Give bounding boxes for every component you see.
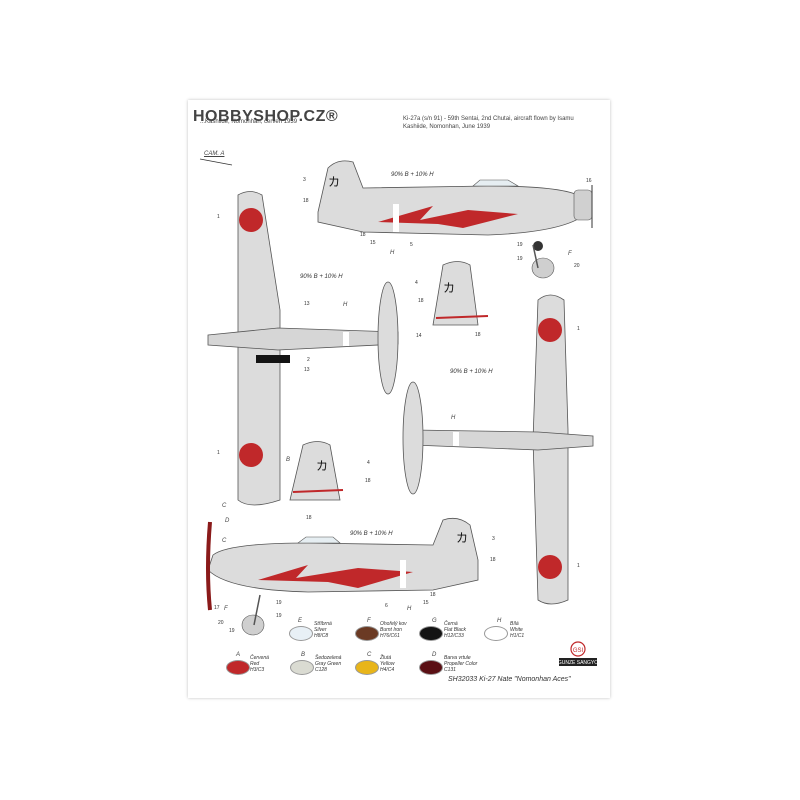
callout-5: 5 bbox=[410, 242, 413, 248]
legend-key-f: F bbox=[367, 618, 371, 624]
callout-15: 15 bbox=[370, 240, 376, 246]
swatch-gray-green bbox=[290, 660, 314, 675]
callout-3: 3 bbox=[303, 177, 306, 183]
letter-h3: H bbox=[451, 415, 456, 421]
callout-14: 14 bbox=[416, 333, 422, 339]
callout-16: 16 bbox=[586, 178, 592, 184]
callout-1b: 1 bbox=[217, 450, 220, 456]
callout-3b: 3 bbox=[492, 536, 495, 542]
callout-4b: 4 bbox=[367, 460, 370, 466]
swatch-yellow bbox=[355, 660, 379, 675]
swatch-propeller bbox=[419, 660, 443, 675]
letter-f2: F bbox=[224, 606, 228, 612]
callout-6: 6 bbox=[385, 603, 388, 609]
caption-left: ...Kashilde, Nomonhan, červen 1939 bbox=[200, 119, 298, 125]
legend-key-e: E bbox=[298, 618, 303, 624]
letter-h1: H bbox=[343, 302, 348, 308]
callout-18: 18 bbox=[303, 198, 309, 204]
aircraft-drawings: カ 90% B + 10% H 90% B + 10% H カ 90% B + … bbox=[206, 160, 594, 636]
watermark: HOBBYSHOP.CZ® bbox=[193, 108, 339, 125]
letter-c1: C bbox=[222, 503, 227, 509]
letter-b: B bbox=[286, 457, 291, 463]
gunze-logo: GSI GUNZE SANGYO bbox=[558, 641, 598, 666]
side-view-right: カ 90% B + 10% H bbox=[317, 160, 593, 279]
product-footer: SH32033 Ki-27 Nate "Nomonhan Aces" bbox=[448, 676, 571, 683]
callout-2: 2 bbox=[307, 357, 310, 363]
callout-18b: 18 bbox=[360, 232, 366, 238]
letter-h4: H bbox=[407, 606, 412, 612]
callout-1c: 1 bbox=[577, 326, 580, 332]
callout-19e: 19 bbox=[229, 628, 235, 634]
callout-18e: 18 bbox=[365, 478, 371, 484]
cam-arrow bbox=[199, 158, 233, 166]
callout-18f: 18 bbox=[306, 515, 312, 521]
callout-18g: 18 bbox=[490, 557, 496, 563]
side-view-left: カ 90% B + 10% H bbox=[206, 517, 479, 636]
callout-19b: 19 bbox=[517, 256, 523, 262]
callout-19c: 19 bbox=[276, 600, 282, 606]
legend-key-b: B bbox=[301, 652, 306, 658]
legend-key-c: C bbox=[367, 652, 372, 658]
svg-text:カ: カ bbox=[456, 531, 468, 545]
letter-h2: H bbox=[390, 250, 395, 256]
swatch-flat-black bbox=[419, 626, 443, 641]
letter-f1: F bbox=[568, 251, 572, 257]
tail-detail-1: カ bbox=[432, 261, 489, 326]
legend-key-h: H bbox=[497, 618, 502, 624]
legend-key-d: D bbox=[432, 652, 437, 658]
swatch-red bbox=[226, 660, 250, 675]
callout-1d: 1 bbox=[577, 563, 580, 569]
legend-key-g: G bbox=[432, 618, 437, 624]
swatch-burnt-iron bbox=[355, 626, 379, 641]
letter-d: D bbox=[225, 518, 230, 524]
callout-18d: 18 bbox=[475, 332, 481, 338]
swatch-silver bbox=[289, 626, 313, 641]
letter-c2: C bbox=[222, 538, 227, 544]
svg-text:90% B + 10% H: 90% B + 10% H bbox=[350, 531, 393, 537]
callout-18h: 18 bbox=[430, 592, 436, 598]
callout-19: 19 bbox=[517, 242, 523, 248]
cam-label: CAM. A bbox=[204, 151, 225, 157]
top-view: 90% B + 10% H bbox=[207, 191, 399, 506]
callout-20b: 20 bbox=[218, 620, 224, 626]
brand-text: GUNZE SANGYO bbox=[558, 660, 598, 666]
callout-20: 20 bbox=[574, 263, 580, 269]
svg-text:カ: カ bbox=[316, 459, 328, 473]
tail-kana-1: カ bbox=[328, 175, 340, 189]
callout-19d: 19 bbox=[276, 613, 282, 619]
svg-text:90% B + 10% H: 90% B + 10% H bbox=[391, 172, 434, 178]
callout-4: 4 bbox=[415, 280, 418, 286]
callout-1a: 1 bbox=[217, 214, 220, 220]
caption-right: Ki-27a (s/n 91) - 59th Sentai, 2nd Chuta… bbox=[403, 116, 574, 130]
bottom-view: 90% B + 10% H bbox=[402, 294, 594, 605]
svg-text:カ: カ bbox=[443, 281, 455, 295]
tail-detail-2: カ bbox=[289, 441, 344, 501]
callout-13: 13 bbox=[304, 301, 310, 307]
swatch-white bbox=[484, 626, 508, 641]
callout-13b: 13 bbox=[304, 367, 310, 373]
svg-text:90% B + 10% H: 90% B + 10% H bbox=[300, 274, 343, 280]
svg-text:90% B + 10% H: 90% B + 10% H bbox=[450, 369, 493, 375]
svg-text:GSI: GSI bbox=[573, 648, 584, 654]
legend-key-a: A bbox=[236, 652, 241, 658]
callout-18c: 18 bbox=[418, 298, 424, 304]
callout-17: 17 bbox=[214, 605, 220, 611]
callout-15b: 15 bbox=[423, 600, 429, 606]
